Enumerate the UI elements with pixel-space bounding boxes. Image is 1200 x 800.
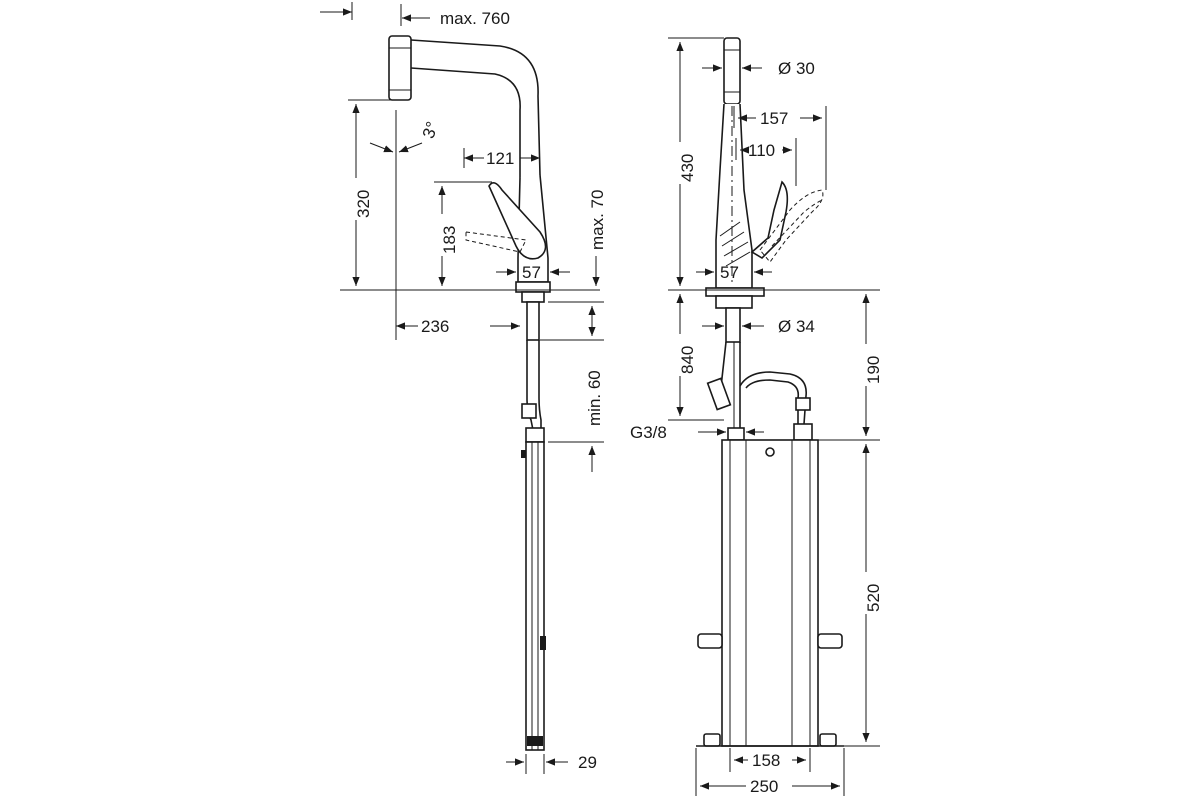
- front-lever-open-position: [759, 189, 824, 263]
- label-320: 320: [354, 190, 373, 218]
- front-faucet-body: [715, 103, 753, 289]
- label-d34: Ø 34: [778, 317, 815, 336]
- front-mounting-box: [697, 439, 843, 747]
- label-d30: Ø 30: [778, 59, 815, 78]
- label-121: 121: [486, 149, 514, 168]
- arrow-3-deg-left: [369, 142, 394, 153]
- label-110: 110: [748, 141, 775, 160]
- label-840: 840: [678, 346, 697, 374]
- label-29: 29: [578, 753, 597, 772]
- label-max-760: max. 760: [440, 9, 510, 28]
- label-min-60: min. 60: [585, 370, 604, 426]
- lever-handle: [488, 182, 547, 260]
- label-158: 158: [752, 751, 780, 770]
- front-base-flange: [705, 287, 765, 309]
- label-520: 520: [864, 584, 883, 612]
- label-3-deg: 3°: [419, 119, 442, 141]
- label-183: 183: [440, 226, 459, 254]
- front-view: 430 Ø 30 157 110 57 Ø 34 840 G3/8: [630, 37, 883, 796]
- shank: [521, 301, 545, 443]
- label-57: 57: [522, 263, 541, 282]
- label-max-70: max. 70: [588, 190, 607, 250]
- front-body-hatch: [719, 221, 751, 267]
- label-236: 236: [421, 317, 449, 336]
- spout-head: [388, 35, 412, 101]
- base-flange: [515, 281, 551, 303]
- front-shank: [706, 307, 813, 441]
- hose-tube: [521, 441, 546, 751]
- arrow-3-deg-right: [398, 142, 423, 153]
- label-190: 190: [864, 356, 883, 384]
- spout-arm: [410, 39, 541, 178]
- label-430: 430: [678, 154, 697, 182]
- front-spout-head: [723, 37, 741, 105]
- label-250: 250: [750, 777, 778, 796]
- side-view: max. 760 3° 320 121 183 57 max. 70 236: [320, 2, 607, 774]
- label-g3-8: G3/8: [630, 423, 667, 442]
- label-front-57: 57: [720, 263, 739, 282]
- lever-open-position: [465, 231, 527, 253]
- label-157: 157: [760, 109, 788, 128]
